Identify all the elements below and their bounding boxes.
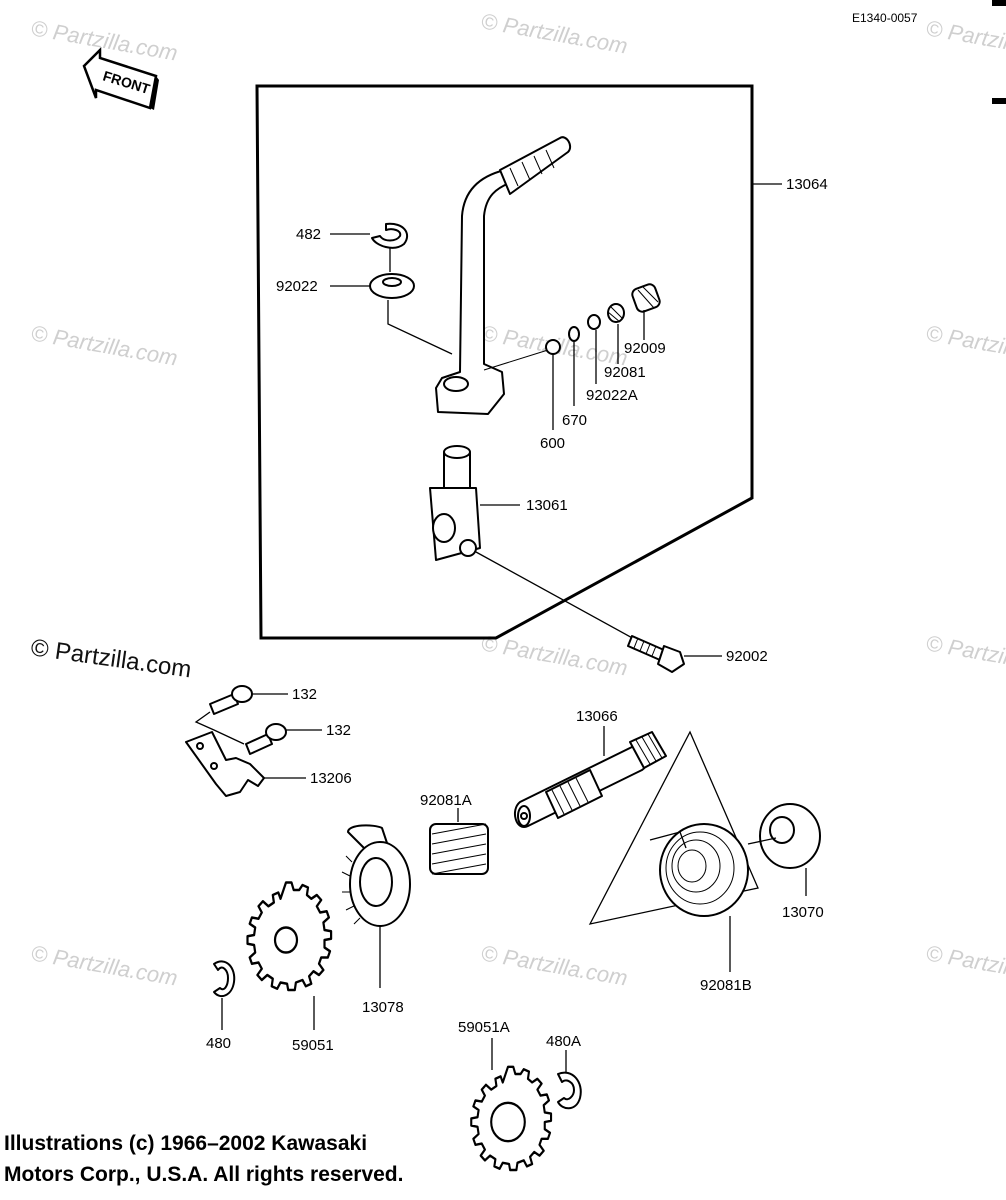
detent-spring <box>607 303 625 323</box>
ratchet-gear <box>341 824 411 927</box>
bolt-upper <box>209 685 253 715</box>
watermark: © Partzilla.com <box>924 15 1006 65</box>
callout-670: 670 <box>562 412 587 429</box>
watermark: © Partzilla.com <box>924 940 1006 990</box>
callout-13066: 13066 <box>576 708 618 725</box>
kick-pedal-arm <box>435 136 572 415</box>
watermark: © Partzilla.com <box>924 320 1006 370</box>
callout-92022a: 92022A <box>586 387 638 404</box>
bolt-lower <box>245 723 287 755</box>
callout-59051a: 59051A <box>458 1019 510 1036</box>
leader-lines <box>221 183 807 1072</box>
watermark: © Partzilla.com <box>479 8 629 58</box>
kick-shaft <box>513 731 667 828</box>
copyright-line-2: Motors Corp., U.S.A. All rights reserved… <box>4 1163 404 1186</box>
o-ring <box>568 326 580 342</box>
callout-13206: 13206 <box>310 770 352 787</box>
kick-shaft-boss <box>429 445 481 561</box>
copyright-notice: Illustrations (c) 1966–2002 Kawasaki Mot… <box>4 1128 524 1190</box>
bolt <box>627 635 685 673</box>
callout-13070: 13070 <box>782 904 824 921</box>
compression-spring <box>429 823 489 875</box>
callout-482: 482 <box>296 226 321 243</box>
watermark-dark: © Partzilla.com <box>29 634 193 683</box>
diagram-code: E1340-0057 <box>852 11 918 25</box>
callout-92002: 92002 <box>726 648 768 665</box>
callout-132-upper: 132 <box>292 686 317 703</box>
callout-13061: 13061 <box>526 497 568 514</box>
set-screw <box>631 283 661 313</box>
circlip <box>371 222 409 249</box>
watermark: © Partzilla.com <box>479 630 629 680</box>
callout-92081b: 92081B <box>700 977 752 994</box>
watermark-layer: © Partzilla.com © Partzilla.com © Partzi… <box>29 8 1006 990</box>
callout-480a: 480A <box>546 1033 581 1050</box>
kick-guide <box>185 731 265 797</box>
callout-labels: 13064 482 92022 92009 92081 92022A 670 6… <box>206 176 828 1054</box>
snap-ring <box>213 960 236 998</box>
kick-gear <box>246 881 333 992</box>
assembly-boundary <box>255 84 754 640</box>
snap-ring-a <box>557 1071 582 1110</box>
callout-92009: 92009 <box>624 340 666 357</box>
watermark: © Partzilla.com <box>924 630 1006 680</box>
idler-gear <box>470 1065 553 1172</box>
callout-13064: 13064 <box>786 176 828 193</box>
callout-600: 600 <box>540 435 565 452</box>
callout-59051: 59051 <box>292 1037 334 1054</box>
torsion-spring <box>649 823 749 917</box>
callout-132-lower: 132 <box>326 722 351 739</box>
spring-collar <box>759 803 821 869</box>
front-arrow-icon: FRONT <box>82 46 159 110</box>
copyright-line-1: Illustrations (c) 1966–2002 Kawasaki <box>4 1132 368 1155</box>
callout-92022: 92022 <box>276 278 318 295</box>
callout-92081: 92081 <box>604 364 646 381</box>
watermark: © Partzilla.com <box>479 940 629 990</box>
small-washer <box>587 314 601 330</box>
callout-480: 480 <box>206 1035 231 1052</box>
watermark: © Partzilla.com <box>29 940 179 990</box>
callout-92081a: 92081A <box>420 792 472 809</box>
watermark: © Partzilla.com <box>29 320 179 370</box>
washer <box>369 273 415 299</box>
callout-13078: 13078 <box>362 999 404 1016</box>
ball <box>545 339 561 355</box>
